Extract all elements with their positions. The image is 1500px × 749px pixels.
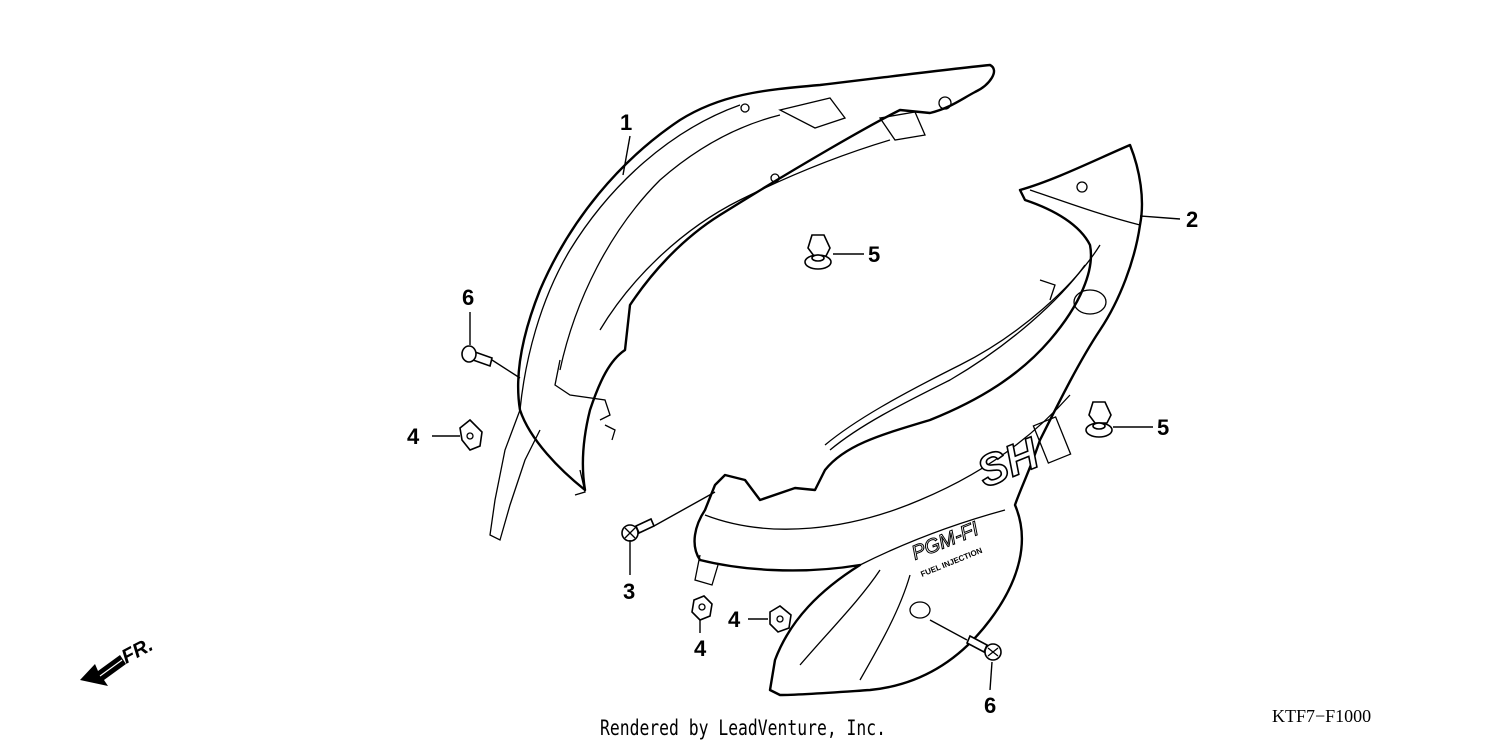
- callout-6-left: 6: [462, 285, 474, 310]
- callout-1: 1: [620, 110, 632, 135]
- nut-4-left: [459, 418, 483, 451]
- screw-6-left: [461, 345, 493, 368]
- front-direction-arrow-icon: [80, 655, 126, 686]
- callout-5-lower: 5: [1157, 415, 1169, 440]
- callout-4-right: 4: [728, 607, 741, 632]
- callout-4-left: 4: [407, 424, 420, 449]
- callout-6-right: 6: [984, 693, 996, 718]
- callout-3: 3: [623, 579, 635, 604]
- clip-5-upper: [804, 234, 832, 270]
- clip-5-lower: [1085, 401, 1113, 438]
- callout-4-mid: 4: [694, 636, 707, 661]
- diagram-code: KTF7−F1000: [1272, 706, 1372, 726]
- credit-text: Rendered by LeadVenture, Inc.: [600, 716, 886, 740]
- screw-3: [621, 517, 656, 542]
- screw-6-right: [965, 634, 1002, 661]
- left-body-cover: [489, 63, 996, 541]
- callout-5-upper: 5: [868, 242, 880, 267]
- callout-2: 2: [1186, 207, 1198, 232]
- nut-4-right: [769, 605, 792, 633]
- right-body-cover: SH PGM-FI FUEL INJECTION: [693, 143, 1144, 697]
- nut-4-mid: [691, 595, 713, 621]
